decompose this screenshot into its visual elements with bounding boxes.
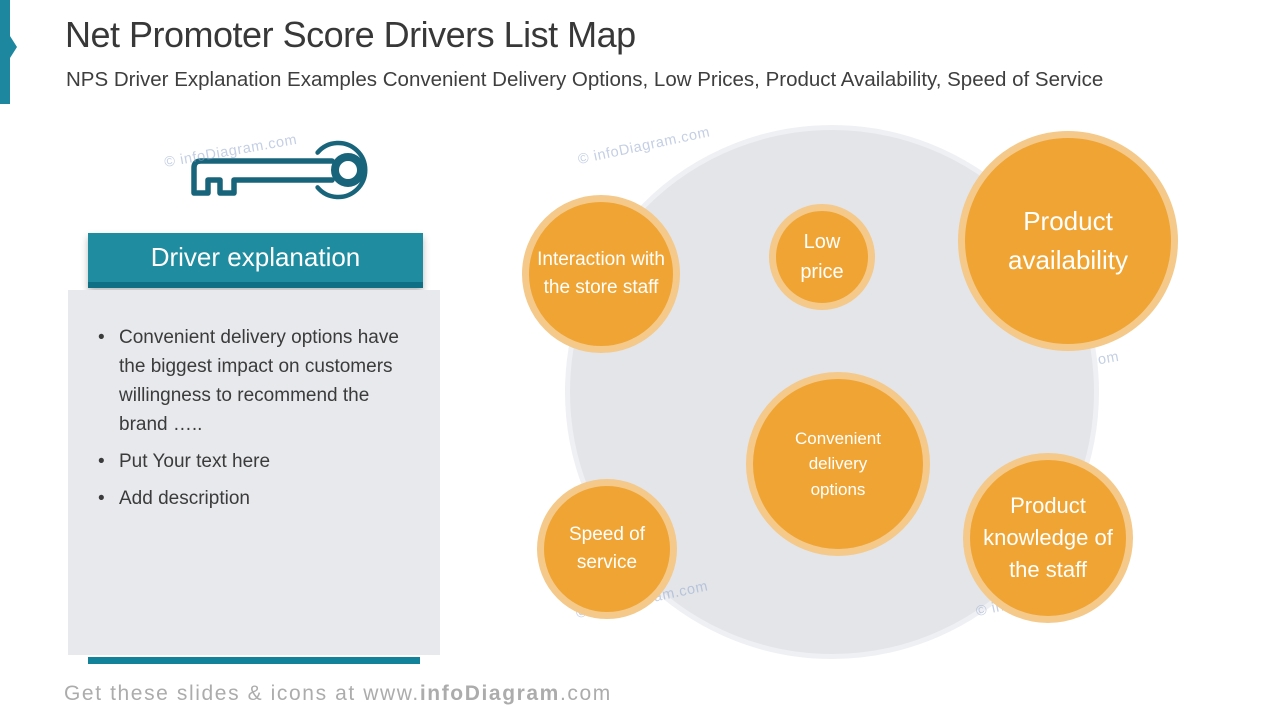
watermark: © infoDiagram.com xyxy=(576,124,712,168)
panel-underline xyxy=(88,657,420,664)
bullet-item: Add description xyxy=(98,484,412,513)
bubble-product-availability: Product availability xyxy=(958,131,1178,351)
bubble-low-price: Low price xyxy=(769,204,875,310)
driver-explanation-panel: Convenient delivery options have the big… xyxy=(68,290,440,655)
bubble-convenient-delivery-options: Convenient delivery options xyxy=(746,372,930,556)
bubble-label: Product knowledge of the staff xyxy=(983,493,1113,582)
footer-text: Get these slides & icons at www.infoDiag… xyxy=(64,682,612,706)
footer-prefix: Get these slides & icons at www. xyxy=(64,682,420,705)
slide-title: Net Promoter Score Drivers List Map xyxy=(65,14,636,55)
bubble-interaction-with-store-staff: Interaction with the store staff xyxy=(522,195,680,353)
bubble-label: Low price xyxy=(800,231,844,283)
bullet-item: Convenient delivery options have the big… xyxy=(98,323,412,439)
slide-subtitle: NPS Driver Explanation Examples Convenie… xyxy=(66,68,1104,91)
accent-ribbon xyxy=(0,0,17,104)
bubble-label: Speed of service xyxy=(568,523,646,574)
bubble-label: Product availability xyxy=(1008,206,1128,275)
bubble-speed-of-service: Speed of service xyxy=(537,479,677,619)
driver-explanation-header: Driver explanation xyxy=(88,233,423,288)
bullet-list: Convenient delivery options have the big… xyxy=(68,290,440,513)
bullet-item: Put Your text here xyxy=(98,447,412,476)
bubble-product-knowledge-of-staff: Product knowledge of the staff xyxy=(963,453,1133,623)
key-icon xyxy=(191,140,368,200)
footer-brand: infoDiagram xyxy=(419,682,560,705)
bubble-label: Convenient delivery options xyxy=(794,428,881,499)
footer-suffix: .com xyxy=(559,682,612,705)
bubble-label: Interaction with the store staff xyxy=(537,248,665,299)
